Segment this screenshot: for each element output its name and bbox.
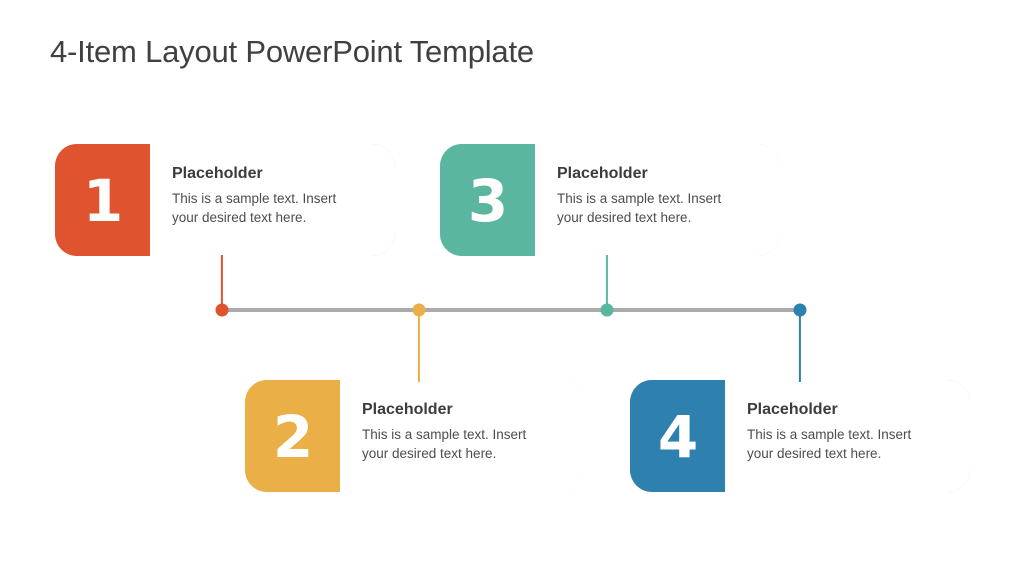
item-card-4[interactable]: 4 Placeholder This is a sample text. Ins… <box>630 380 970 492</box>
connector-line-3 <box>605 255 609 311</box>
item-description-3: This is a sample text. Insert your desir… <box>557 191 722 226</box>
item-body-1: Placeholder This is a sample text. Inser… <box>150 144 395 256</box>
item-number-block-2: 2 <box>245 380 340 492</box>
item-title-2: Placeholder <box>362 401 453 418</box>
item-body-3: Placeholder This is a sample text. Inser… <box>535 144 780 256</box>
item-number-4: 4 <box>657 403 698 471</box>
connector-line-4 <box>798 308 802 382</box>
timeline-dot-4[interactable] <box>793 303 807 317</box>
item-card-1[interactable]: 1 Placeholder This is a sample text. Ins… <box>55 144 395 256</box>
item-body-2: Placeholder This is a sample text. Inser… <box>340 380 585 492</box>
connector-line-1 <box>220 255 224 311</box>
timeline-dot-2[interactable] <box>412 303 426 317</box>
timeline-dot-1[interactable] <box>215 303 229 317</box>
item-body-4: Placeholder This is a sample text. Inser… <box>725 380 970 492</box>
item-number-3: 3 <box>467 167 508 235</box>
item-number-block-1: 1 <box>55 144 150 256</box>
item-number-block-4: 4 <box>630 380 725 492</box>
item-card-3[interactable]: 3 Placeholder This is a sample text. Ins… <box>440 144 780 256</box>
item-number-block-3: 3 <box>440 144 535 256</box>
item-number-1: 1 <box>82 167 123 235</box>
item-description-2: This is a sample text. Insert your desir… <box>362 427 527 462</box>
item-description-1: This is a sample text. Insert your desir… <box>172 191 337 226</box>
item-title-4: Placeholder <box>747 401 838 418</box>
item-title-1: Placeholder <box>172 165 263 182</box>
connector-line-2 <box>417 308 421 382</box>
item-title-3: Placeholder <box>557 165 648 182</box>
item-description-4: This is a sample text. Insert your desir… <box>747 427 912 462</box>
timeline-dot-3[interactable] <box>600 303 614 317</box>
item-number-2: 2 <box>272 403 313 471</box>
timeline-axis <box>222 308 800 312</box>
page-title: 4-Item Layout PowerPoint Template <box>50 34 534 69</box>
item-card-2[interactable]: 2 Placeholder This is a sample text. Ins… <box>245 380 585 492</box>
